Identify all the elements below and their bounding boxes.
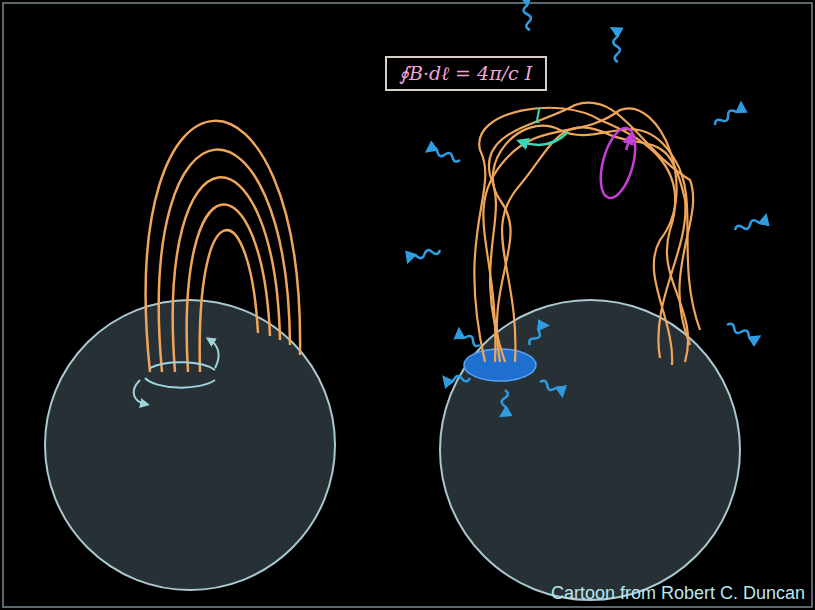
current-label: I bbox=[534, 104, 542, 128]
field-lines bbox=[146, 121, 300, 372]
twisted-field-lines bbox=[474, 103, 700, 365]
caption: Cartoon from Robert C. Duncan bbox=[551, 583, 805, 604]
field-loop bbox=[594, 124, 642, 201]
equation: ∮B·dℓ = 4π/c I bbox=[399, 62, 533, 85]
hot-spot bbox=[464, 349, 536, 381]
frame bbox=[3, 3, 812, 607]
neutron-star bbox=[45, 300, 335, 590]
magnetar bbox=[440, 300, 740, 600]
current-arrow bbox=[522, 132, 568, 145]
rotation-arrows bbox=[134, 340, 219, 404]
equation-box: ∮B·dℓ = 4π/c I bbox=[385, 56, 547, 91]
